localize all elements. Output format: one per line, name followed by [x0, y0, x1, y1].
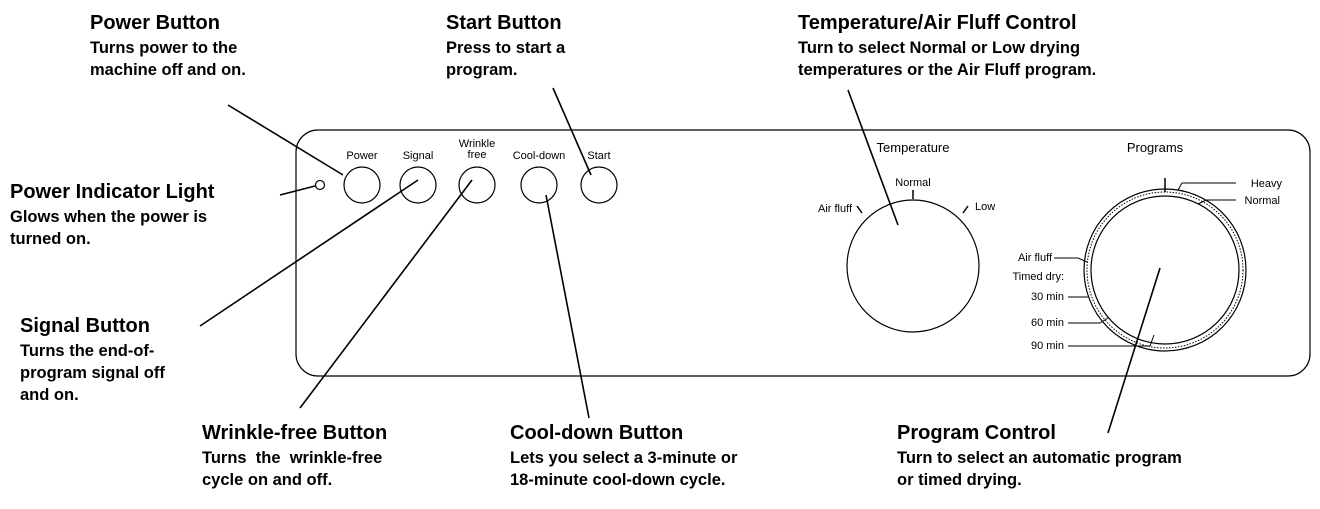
leader-start-button	[552, 87, 592, 176]
callout-power-indicator-desc: Glows when the power is turned on.	[10, 206, 214, 250]
wrinkle-free-button[interactable]	[458, 166, 496, 204]
wrinkle-label-line2: free	[467, 149, 487, 161]
leader-heavy	[1177, 182, 1236, 191]
desc-line: program.	[446, 61, 518, 79]
cooldown-button-label: Cool-down	[512, 150, 566, 162]
desc-line: Turns power to the	[90, 39, 238, 57]
callout-start-button-desc: Press to start a program.	[446, 37, 565, 81]
program-air-fluff-label: Air fluff	[1017, 252, 1052, 264]
program-knob-scale	[1086, 191, 1244, 349]
callout-wrinkle-free-button-desc: Turns the wrinkle-free cycle on and off.	[202, 447, 387, 491]
callout-temperature-control: Temperature/Air Fluff Control Turn to se…	[798, 11, 1096, 81]
callout-start-button-title: Start Button	[446, 12, 562, 34]
callout-program-control-desc: Turn to select an automatic program or t…	[897, 447, 1182, 491]
start-button-label: Start	[587, 150, 611, 162]
desc-line: and on.	[20, 386, 79, 404]
wrinkle-label-line1: Wrinkle	[458, 138, 496, 150]
desc-line: cycle on and off.	[202, 471, 333, 489]
leader-program-normal	[1197, 199, 1236, 205]
callout-program-control: Program Control Turn to select an automa…	[897, 421, 1182, 491]
leader-wrinkle-free-button	[299, 179, 473, 409]
power-button[interactable]	[343, 166, 381, 204]
temperature-low-label: Low	[975, 201, 996, 213]
callout-cooldown-button: Cool-down Button Lets you select a 3-min…	[510, 421, 737, 491]
desc-line: Turn to select an automatic program	[897, 449, 1182, 467]
callout-signal-button: Signal Button Turns the end-of- program …	[20, 314, 165, 406]
leader-90-min	[1068, 334, 1155, 347]
program-60-min-label: 60 min	[1030, 317, 1064, 329]
callout-power-indicator-title: Power Indicator Light	[10, 181, 215, 203]
callout-cooldown-button-desc: Lets you select a 3-minute or 18-minute …	[510, 447, 737, 491]
temperature-knob[interactable]	[846, 199, 980, 333]
callout-cooldown-button-title: Cool-down Button	[510, 422, 684, 444]
temperature-tick-air-fluff	[856, 205, 863, 214]
programs-heading: Programs	[1126, 140, 1184, 155]
temperature-air-fluff-label: Air fluff	[818, 203, 853, 215]
program-90-min-label: 90 min	[1030, 340, 1064, 352]
desc-line: program signal off	[20, 364, 165, 382]
desc-line: machine off and on.	[90, 61, 246, 79]
desc-line: Turn to select Normal or Low drying	[798, 39, 1081, 57]
callout-power-button-title: Power Button	[90, 12, 220, 34]
leader-60-min	[1068, 317, 1109, 324]
cooldown-button[interactable]	[520, 166, 558, 204]
program-30-min-label: 30 min	[1030, 291, 1064, 303]
callout-power-button: Power Button Turns power to the machine …	[90, 11, 246, 81]
start-button[interactable]	[580, 166, 618, 204]
program-timed-dry-label: Timed dry:	[1012, 271, 1064, 283]
program-knob[interactable]	[1090, 195, 1240, 345]
desc-line: 18-minute cool-down cycle.	[510, 471, 726, 489]
callout-program-control-title: Program Control	[897, 422, 1056, 444]
program-knob-outer-ring	[1083, 188, 1247, 352]
temperature-tick-low	[962, 205, 969, 214]
program-heavy-label: Heavy	[1250, 178, 1282, 190]
leader-program-air-fluff	[1054, 257, 1088, 263]
power-button-label: Power	[346, 150, 378, 162]
leader-cooldown-button	[545, 194, 590, 419]
callout-power-indicator: Power Indicator Light Glows when the pow…	[10, 180, 214, 250]
signal-button-label: Signal	[402, 150, 434, 162]
callout-temperature-control-title: Temperature/Air Fluff Control	[798, 12, 1077, 34]
signal-button[interactable]	[399, 166, 437, 204]
power-indicator-light	[314, 179, 326, 191]
temperature-heading: Temperature	[876, 140, 950, 155]
leader-temperature-control	[847, 89, 899, 226]
desc-line: temperatures or the Air Fluff program.	[798, 61, 1097, 79]
leader-signal-button	[199, 179, 419, 327]
temperature-normal-label: Normal	[895, 177, 931, 189]
desc-line: Lets you select a 3-minute or	[510, 449, 738, 467]
desc-line: Turns the wrinkle-free	[202, 449, 383, 467]
callout-temperature-control-desc: Turn to select Normal or Low drying temp…	[798, 37, 1096, 81]
desc-line: Press to start a	[446, 39, 566, 57]
wrinkle-free-button-label: Wrinkle free	[459, 139, 495, 161]
leader-power-button	[227, 104, 344, 176]
leader-program-control	[1107, 267, 1161, 434]
desc-line: or timed drying.	[897, 471, 1022, 489]
desc-line: Turns the end-of-	[20, 342, 155, 360]
callout-power-button-desc: Turns power to the machine off and on.	[90, 37, 246, 81]
callout-wrinkle-free-button-title: Wrinkle-free Button	[202, 422, 388, 444]
callout-signal-button-title: Signal Button	[20, 315, 150, 337]
callout-wrinkle-free-button: Wrinkle-free Button Turns the wrinkle-fr…	[202, 421, 387, 491]
desc-line: Glows when the power is	[10, 208, 208, 226]
program-normal-label: Normal	[1244, 195, 1280, 207]
control-panel-outline	[295, 129, 1311, 377]
callout-signal-button-desc: Turns the end-of- program signal off and…	[20, 340, 165, 406]
callout-start-button: Start Button Press to start a program.	[446, 11, 565, 81]
leader-power-indicator	[279, 185, 316, 196]
desc-line: turned on.	[10, 230, 91, 248]
